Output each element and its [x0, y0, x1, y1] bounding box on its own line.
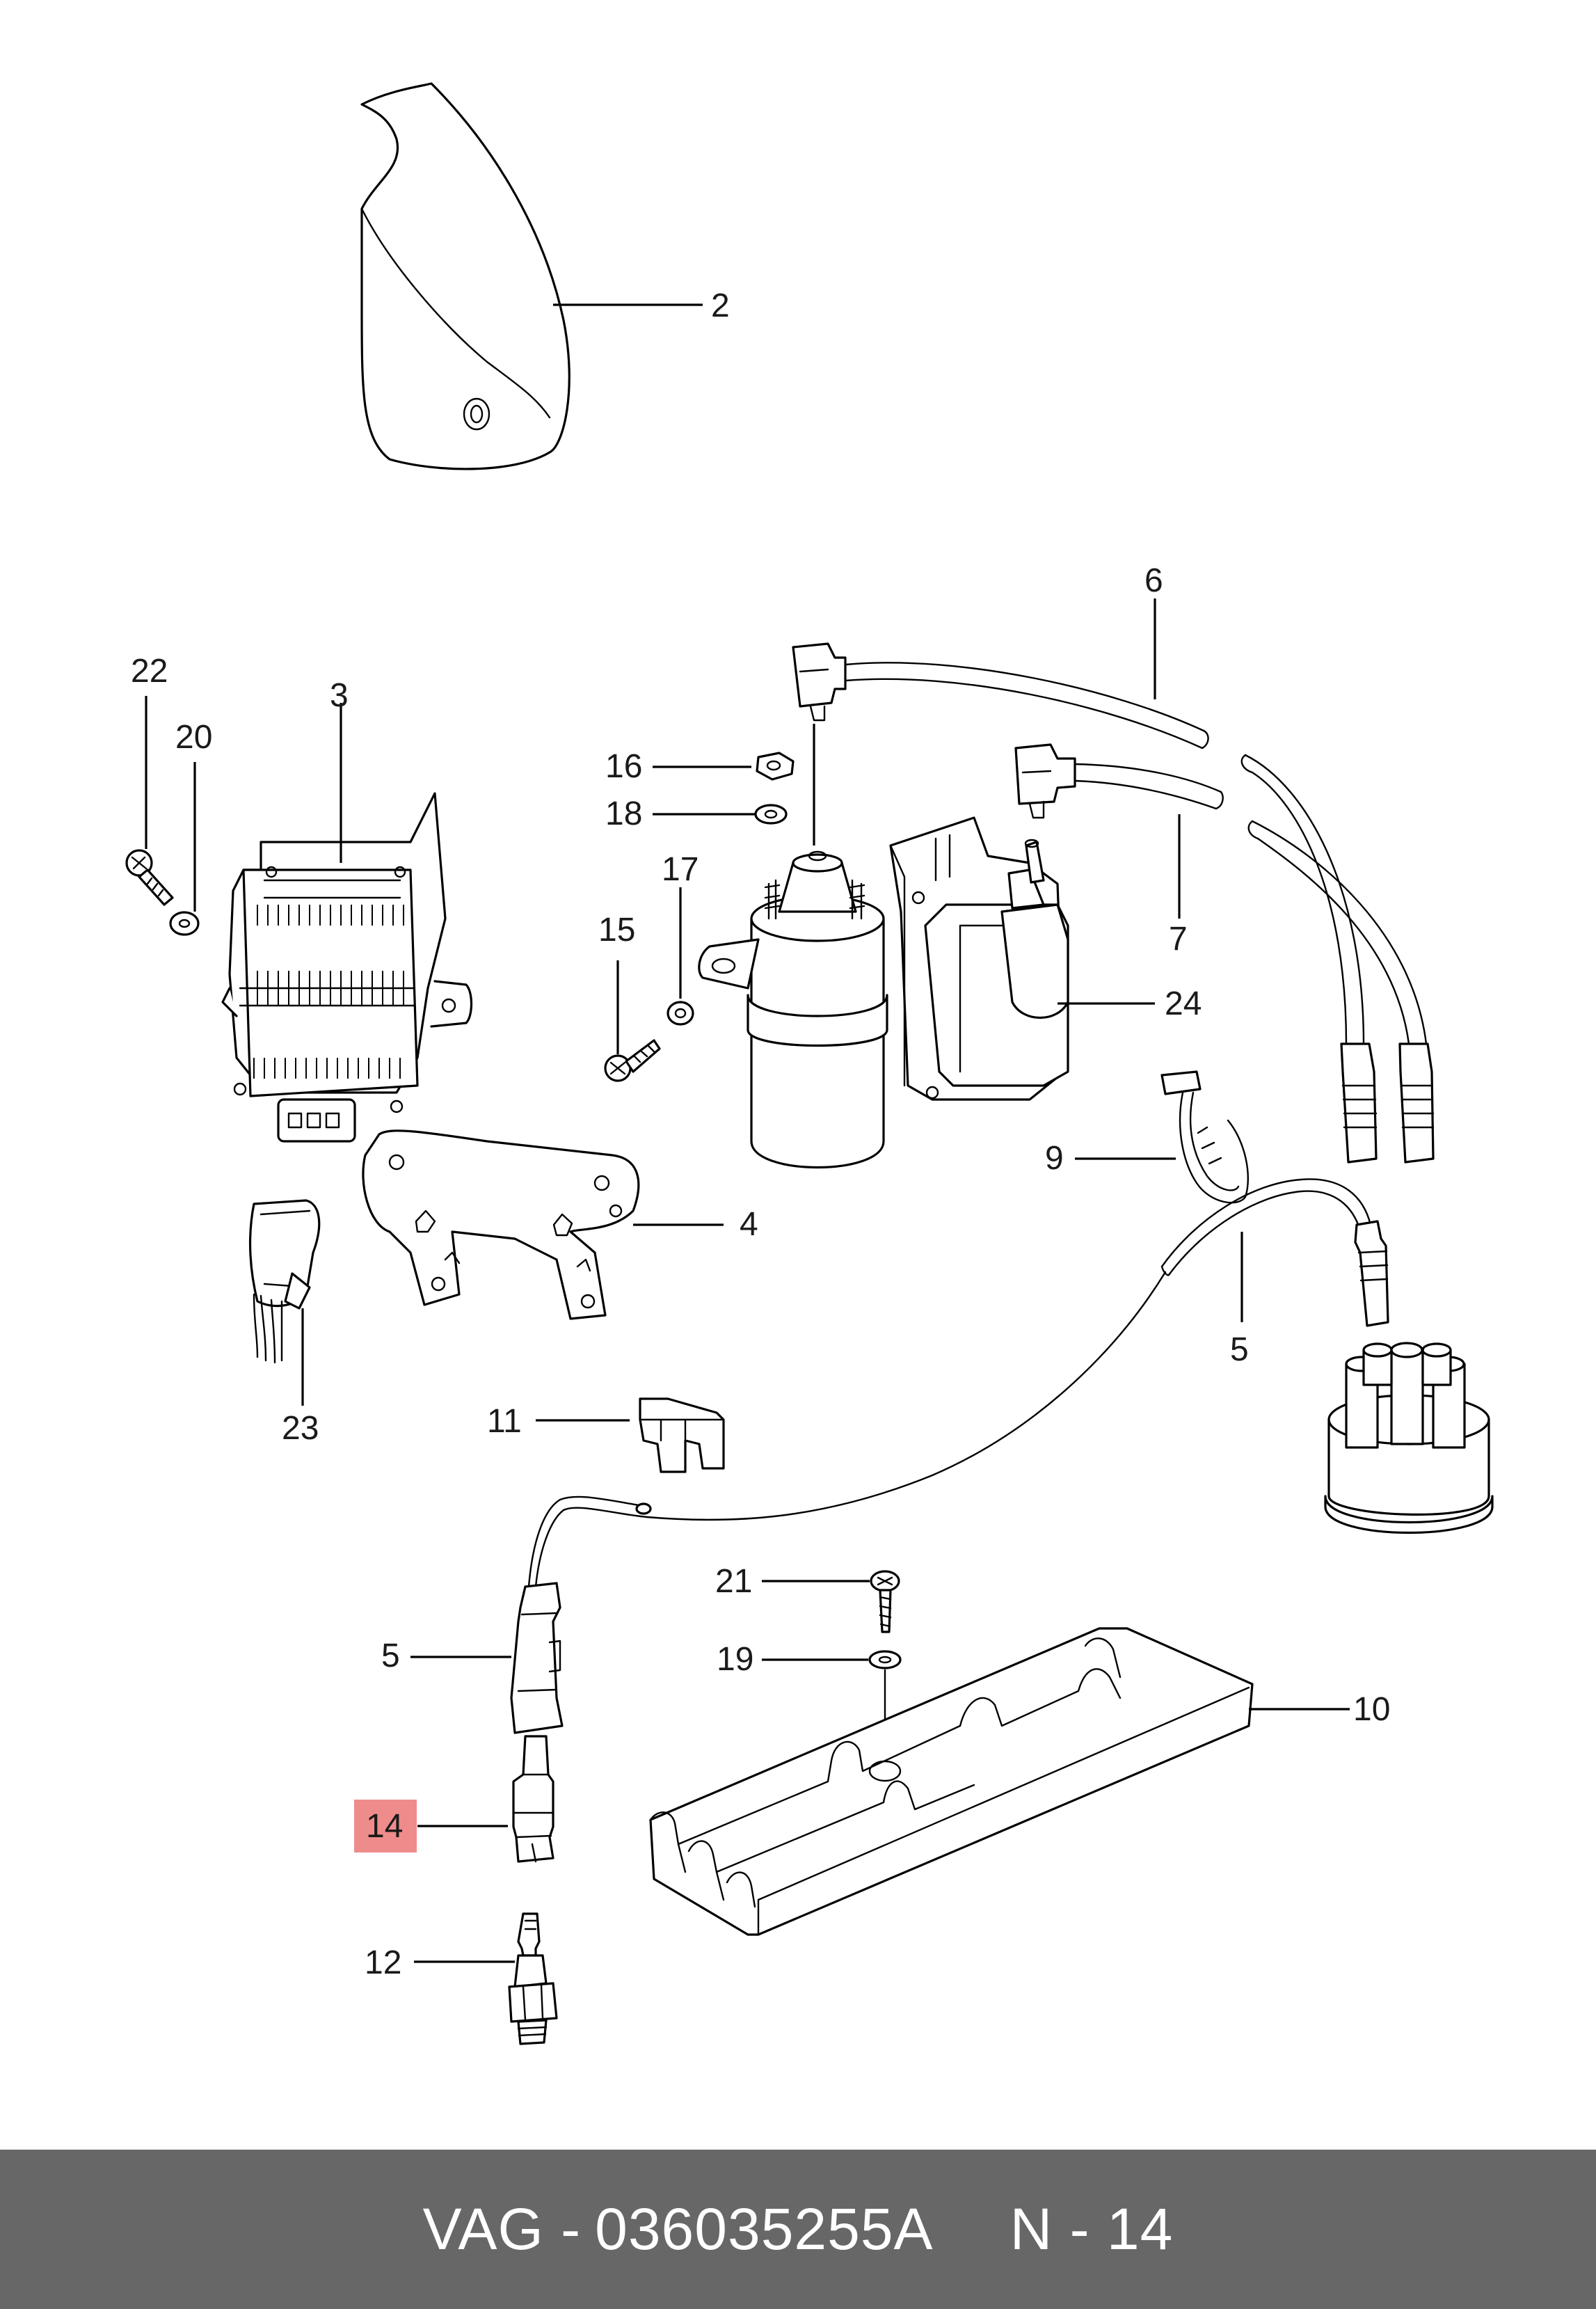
footer-bar: VAG - 036035255A N - 14: [0, 2150, 1596, 2309]
callout-21: 21: [715, 1563, 752, 1600]
ht-leads-pair: [1240, 754, 1435, 1164]
callout-15: 15: [598, 912, 635, 949]
part-3-control-unit: [221, 792, 473, 1143]
distributor-cap: [1324, 1342, 1494, 1534]
callout-12: 12: [365, 1944, 401, 1981]
part-5-plug-lead: [510, 1178, 1389, 1734]
part-9-cable-tie: [1160, 1070, 1250, 1204]
callout-2: 2: [711, 287, 730, 324]
part-17-washer: [667, 1001, 694, 1026]
part-10-lead-holder: [649, 1627, 1254, 1936]
part-21-screw: [870, 1570, 900, 1633]
part-16-nut: [756, 752, 795, 781]
part-20-washer: [169, 911, 200, 936]
part-14-connector: [512, 1735, 554, 1863]
part-7-ht-lead: [1014, 743, 1224, 819]
callout-18: 18: [605, 795, 642, 832]
part-22-screw: [125, 849, 174, 906]
callout-7: 7: [1169, 921, 1188, 958]
callout-9: 9: [1045, 1140, 1064, 1177]
callout-23: 23: [282, 1410, 319, 1447]
callout-5b: 5: [381, 1637, 400, 1674]
callout-11: 11: [487, 1403, 522, 1440]
callout-16: 16: [605, 748, 642, 785]
part-11-clip: [639, 1397, 725, 1473]
callout-17: 17: [662, 851, 699, 888]
part-15-bolt: [604, 1039, 661, 1082]
ignition-coil: [698, 850, 888, 1169]
footer-brand: VAG -: [422, 2196, 582, 2262]
callout-labels: 2 3 4 5 5 6 7 9 10 11 12 14 15 16 17 18 …: [131, 287, 1390, 1981]
part-23-switch: [248, 1199, 321, 1364]
callout-5a: 5: [1230, 1331, 1249, 1368]
callout-14: 14: [366, 1808, 403, 1845]
part-12-spark-plug: [508, 1912, 558, 2045]
callout-19: 19: [717, 1641, 753, 1678]
footer-part-number: 036035255A: [595, 2196, 934, 2262]
part-4-bracket: [362, 1129, 640, 1320]
callout-10: 10: [1353, 1691, 1390, 1728]
part-6-ht-lead: [792, 642, 1209, 749]
callout-14-highlight: [354, 1800, 417, 1852]
callout-6: 6: [1144, 562, 1163, 599]
callout-4: 4: [740, 1206, 758, 1243]
footer-page-ref: N - 14: [1010, 2196, 1174, 2262]
part-24-ignition-module: [889, 816, 1069, 1101]
parts-diagram: 2 3 4 5 5 6 7 9 10 11 12 14 15 16 17 18 …: [125, 82, 1494, 2045]
part-2-cover: [360, 82, 570, 470]
callout-20: 20: [175, 719, 212, 756]
callout-22: 22: [131, 653, 168, 690]
leader-lines: [145, 303, 1350, 1963]
part-18-washer: [754, 804, 788, 825]
callout-24: 24: [1165, 985, 1202, 1022]
callout-3: 3: [330, 677, 349, 714]
